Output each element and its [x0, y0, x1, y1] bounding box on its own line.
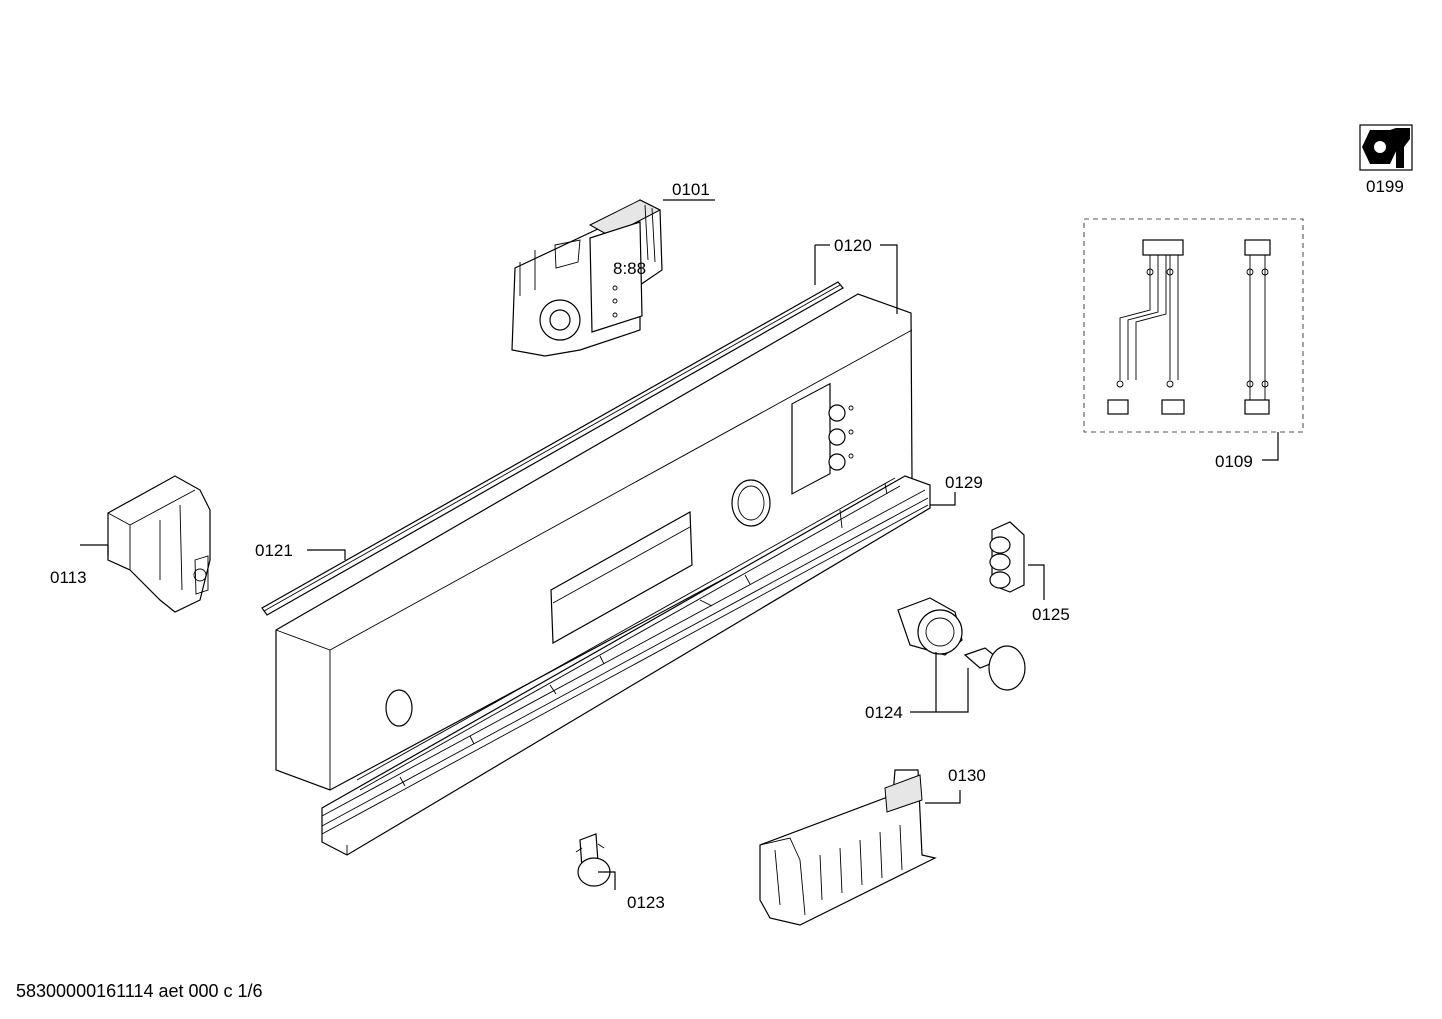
part-0113-bracket[interactable]	[107, 475, 211, 613]
part-0130-connector-holder[interactable]	[759, 769, 937, 926]
part-0120-control-panel-fascia[interactable]	[275, 293, 913, 791]
label-0199: 0199	[1366, 177, 1404, 196]
label-0121: 0121	[255, 541, 293, 560]
label-0130: 0130	[948, 766, 986, 785]
part-0123-small-knob[interactable]	[575, 833, 611, 887]
part-0109-wiring-harness[interactable]	[1083, 218, 1304, 433]
part-0125-button-caps[interactable]	[989, 521, 1025, 593]
label-0125: 0125	[1032, 605, 1070, 624]
label-0123: 0123	[627, 893, 665, 912]
label-0120: 0120	[834, 236, 872, 255]
digital-display-readout: 8:88	[613, 259, 646, 278]
label-0129: 0129	[945, 473, 983, 492]
document-footer: 58300000161114 aet 000 c 1/6	[16, 981, 263, 1001]
part-0124-knob[interactable]	[897, 597, 1026, 691]
label-0101: 0101	[672, 180, 710, 199]
label-0113: 0113	[50, 568, 87, 587]
label-0124: 0124	[865, 703, 903, 722]
part-0101-control-module[interactable]: 8:88	[511, 199, 663, 357]
part-0129-lower-rail[interactable]	[321, 475, 931, 856]
label-0109: 0109	[1215, 452, 1253, 471]
wrench-icon[interactable]	[1359, 124, 1413, 171]
part-0121-trim-strip[interactable]	[261, 281, 844, 616]
